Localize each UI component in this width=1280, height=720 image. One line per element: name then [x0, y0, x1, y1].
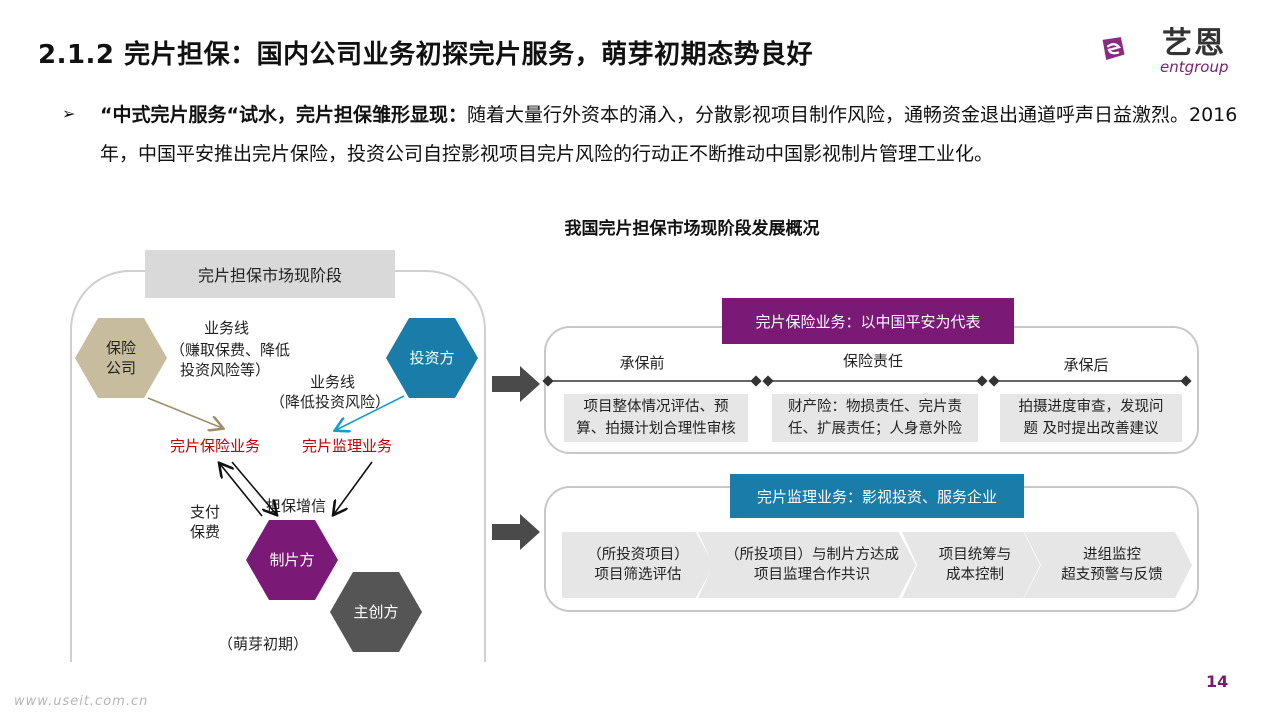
supervision-service-label: 完片监理业务 — [302, 437, 393, 455]
bullet-paragraph: “中式完片服务“试水，完片担保雏形显现：随着大量行外资本的涌入，分散影视项目制作… — [100, 96, 1240, 174]
bullet-text: 随着大量行外资本的涌入，分散影视项目制作风险，通畅资金退出通道呼声日益激烈。20… — [100, 104, 1238, 165]
supervision-business-banner: 完片监理业务：影视投资、服务企业 — [730, 474, 1024, 518]
business-line-1-title: 业务线 — [204, 319, 250, 337]
column-header-before: 承保前 — [619, 354, 665, 372]
column-header-after: 承保后 — [1063, 356, 1109, 374]
diagram-title: 我国完片担保市场现阶段发展概况 — [564, 219, 820, 239]
after-detail-box: 拍摄进度审查，发现问题 及时提出改善建议 — [1000, 394, 1182, 442]
big-arrow-supervision — [492, 514, 540, 550]
insurer-hexagon: 保险公司 — [75, 318, 167, 398]
pay-premium-label-b: 保费 — [190, 523, 221, 541]
step-monitoring: 进组监控超支预警与反馈 — [1024, 532, 1192, 598]
investor-hexagon: 投资方 — [386, 318, 478, 398]
insurance-service-label: 完片保险业务 — [170, 437, 261, 455]
before-detail-box: 项目整体情况评估、预算、拍摄计划合理性审核 — [564, 394, 748, 442]
stage-label: （萌芽初期） — [218, 635, 309, 653]
bullet-bold-lead: “中式完片服务“试水，完片担保雏形显现： — [100, 104, 467, 126]
pay-premium-label-a: 支付 — [190, 503, 221, 521]
logo-text: 艺恩 — [1162, 26, 1226, 61]
bullet-arrow-icon: ➢ — [62, 104, 76, 123]
logo-subtext: entgroup — [1160, 58, 1229, 76]
market-stage-label: 完片担保市场现阶段 — [145, 250, 395, 298]
page-number: 14 — [1206, 672, 1229, 691]
entgroup-logo-icon — [1102, 37, 1125, 60]
big-arrow-insurance — [492, 366, 540, 402]
page-title: 2.1.2 完片担保：国内公司业务初探完片服务，萌芽初期态势良好 — [38, 40, 814, 70]
insurance-business-banner: 完片保险业务：以中国平安为代表 — [722, 298, 1014, 344]
step-cost-control: 项目统筹与成本控制 — [902, 532, 1040, 598]
business-line-2-title: 业务线 — [310, 373, 356, 391]
watermark: www.useit.com.cn — [14, 694, 149, 709]
column-header-liability: 保险责任 — [842, 352, 903, 370]
business-line-1-desc-a: （赚取保费、降低 — [170, 341, 291, 359]
guarantee-label: 担保增信 — [266, 497, 327, 515]
liability-detail-box: 财产险：物损责任、完片责任、扩展责任；人身意外险 — [772, 394, 978, 442]
step-agreement: （所投项目）与制片方达成项目监理合作共识 — [698, 532, 916, 598]
step-screening: （所投资项目）项目筛选评估 — [562, 532, 714, 598]
business-line-1-desc-b: 投资风险等） — [180, 361, 271, 379]
business-line-2-desc: （降低投资风险） — [270, 393, 391, 411]
